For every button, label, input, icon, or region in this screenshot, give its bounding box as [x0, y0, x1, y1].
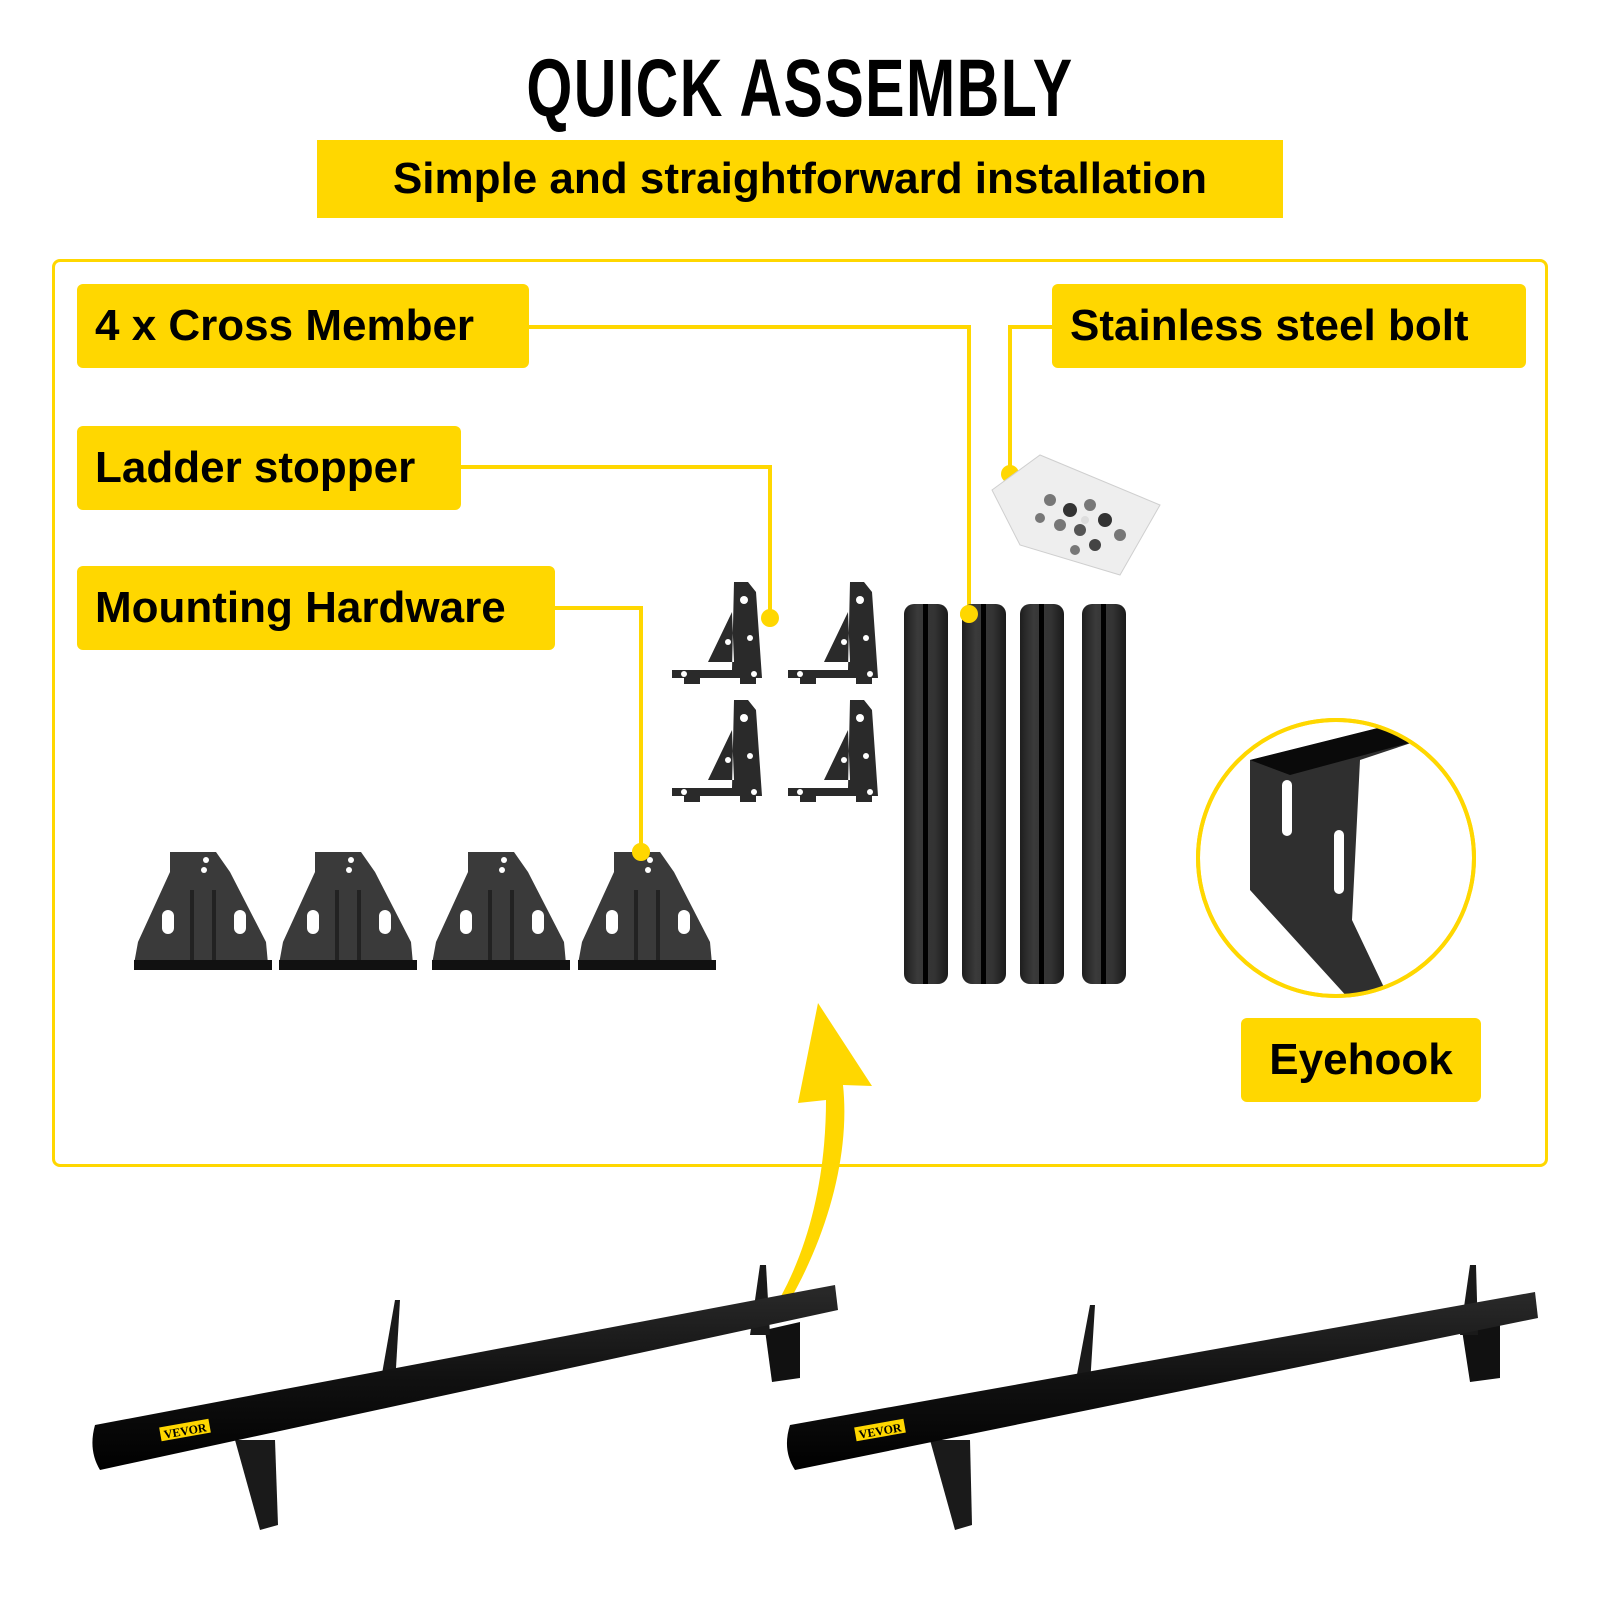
page-title: QUICK ASSEMBLY	[526, 43, 1074, 134]
leader-line-bolt	[1008, 325, 1052, 474]
parts-frame	[52, 259, 1548, 1167]
callout-stainless-bolt: Stainless steel bolt	[1052, 284, 1526, 368]
assembled-rack-1-image: VEVOR	[92, 1265, 839, 1530]
leader-line-ladder-stopper	[460, 465, 772, 618]
mounting-hardware-images	[134, 852, 716, 970]
callout-ladder-stopper: Ladder stopper	[77, 426, 461, 510]
cross-member-images	[904, 604, 1126, 984]
callout-mounting-hardware: Mounting Hardware	[77, 566, 555, 650]
callout-label: Stainless steel bolt	[1070, 301, 1469, 350]
callout-cross-member: 4 x Cross Member	[77, 284, 529, 368]
ladder-stopper-images	[672, 582, 878, 802]
callout-label: Ladder stopper	[95, 443, 416, 492]
callout-label: Eyehook	[1269, 1035, 1453, 1084]
eyehook-detail-image	[1196, 718, 1476, 998]
leader-line-mounting-hardware	[552, 606, 643, 852]
callout-label: Mounting Hardware	[95, 583, 506, 632]
callout-eyehook: Eyehook	[1241, 1018, 1481, 1102]
bolt-bag-image	[991, 454, 1161, 576]
leader-line-cross-member	[528, 325, 971, 614]
assembled-rack-2-image: VEVOR	[786, 1265, 1538, 1530]
callout-label: 4 x Cross Member	[95, 301, 475, 350]
assembly-arrow-icon	[780, 1003, 872, 1300]
subtitle-banner: Simple and straightforward installation	[317, 140, 1283, 218]
subtitle-text: Simple and straightforward installation	[392, 154, 1208, 203]
